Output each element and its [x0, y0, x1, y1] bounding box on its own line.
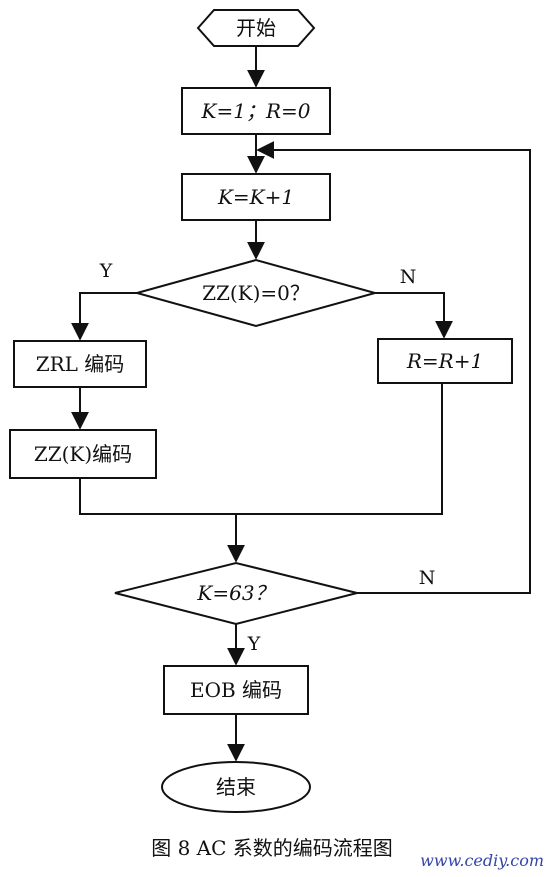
watermark-text: www.cediy.com: [420, 851, 544, 870]
init-process-label: K=1；R=0: [201, 99, 311, 123]
increment-r-label: R=R+1: [406, 349, 483, 373]
label-yes-zero: Y: [99, 260, 113, 282]
zz-encode-label: ZZ(K)编码: [34, 442, 132, 466]
label-yes-63: Y: [247, 633, 261, 655]
end-label: 结束: [216, 775, 256, 799]
arrow-yes-to-zrl: [71, 292, 137, 341]
start-label: 开始: [236, 16, 276, 40]
figure-caption: 图 8 AC 系数的编码流程图: [151, 836, 393, 860]
arrow-no-loop-back: [256, 141, 531, 594]
increment-k-box: [181, 173, 331, 221]
label-no-63: N: [419, 567, 436, 589]
end-terminal: [161, 761, 311, 813]
increment-r-box: [377, 338, 513, 384]
eob-encode-label: EOB 编码: [190, 678, 282, 702]
zrl-encode-label: ZRL 编码: [36, 352, 125, 376]
init-process-box: [181, 87, 331, 135]
zz-encode-box: [9, 429, 157, 479]
start-terminal: [196, 9, 316, 47]
arrow-no-to-increment-r: [375, 292, 453, 339]
eob-encode-box: [163, 665, 309, 715]
merge-line-left: [79, 478, 236, 515]
increment-k-label: K=K+1: [217, 185, 294, 209]
decision-zero-label: ZZ(K)=0？: [202, 281, 310, 305]
merge-line-right: [236, 383, 443, 515]
decision-63-label: K=63？: [196, 581, 274, 605]
label-no-zero: N: [400, 266, 417, 288]
